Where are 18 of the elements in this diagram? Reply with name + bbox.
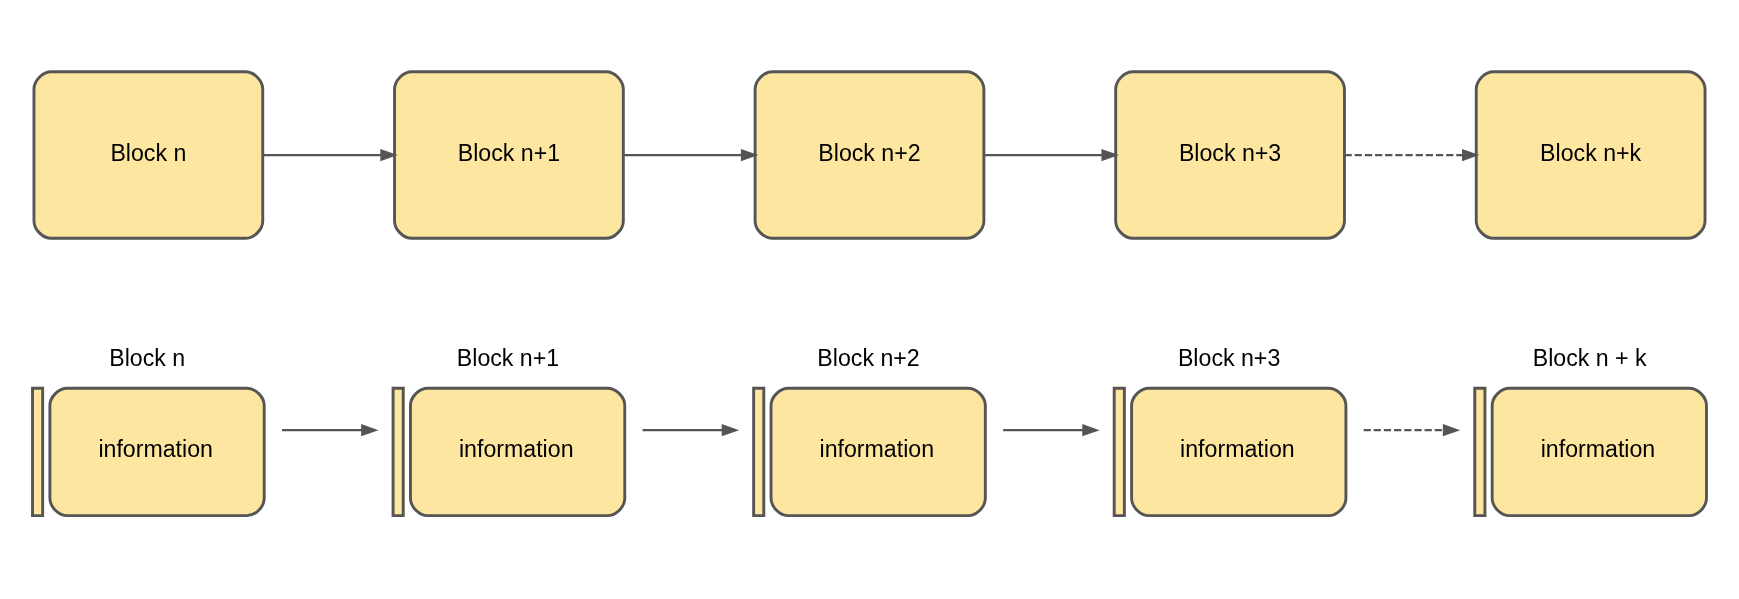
node-box: Block n+k [1474,70,1707,240]
node-label: Block n+1 [456,345,560,372]
arrow [1344,148,1480,162]
arrow [642,424,740,437]
node-box: Block n+2 [753,70,986,240]
node-box: Block n+1 [393,70,625,240]
node-label: Block n+3 [1177,345,1281,372]
arrow [282,424,379,437]
arrow [1363,424,1461,437]
arrow [263,148,398,162]
node-label: Block n+2 [817,345,920,372]
arrow [1003,424,1100,437]
node-box: Block n [32,70,265,240]
node-label: Block n [109,345,186,372]
node-box: Block n+3 [1114,70,1346,240]
arrow [984,148,1119,162]
node-label: Block n + k [1532,345,1647,372]
arrow [623,148,759,162]
